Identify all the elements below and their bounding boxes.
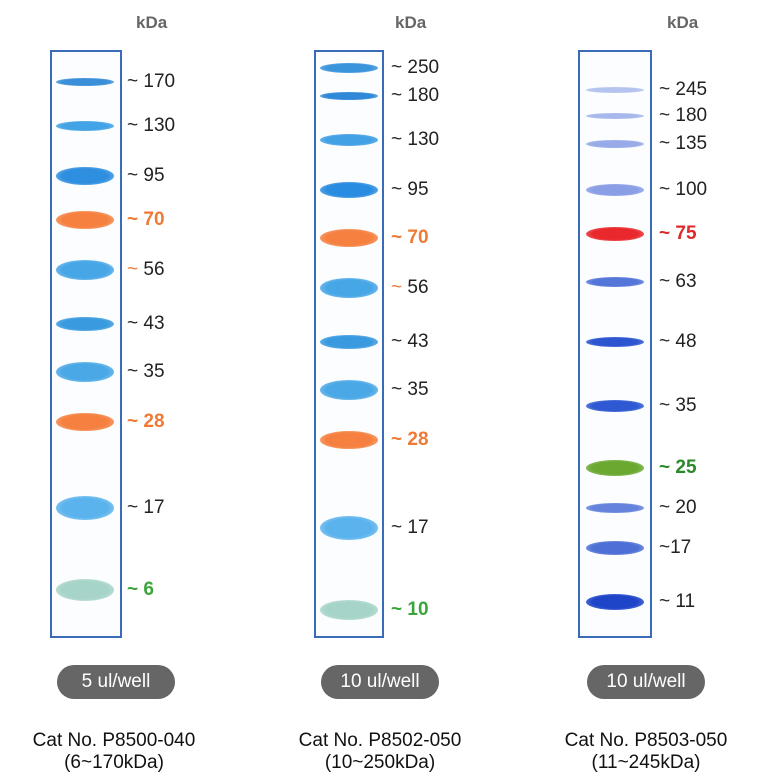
protein-band: [56, 579, 114, 601]
unit-label: kDa: [395, 13, 427, 32]
protein-band: [586, 541, 644, 555]
protein-band: [320, 278, 378, 298]
protein-band: [586, 277, 644, 287]
ladder-p8502: kDa 10 ul/well Cat No. P8502-050 (10~250…: [260, 13, 500, 774]
mw-label: ~ 135: [659, 133, 708, 154]
volume-badge: 10 ul/well: [321, 665, 439, 699]
mw-label: ~ 6: [127, 579, 154, 600]
protein-band: [56, 78, 114, 86]
protein-band: [586, 400, 644, 412]
protein-band: [56, 121, 114, 131]
mw-label: ~ 43: [391, 331, 429, 352]
protein-band: [56, 211, 114, 229]
mw-label: ~ 25: [659, 457, 697, 478]
mw-label: ~ 180: [659, 105, 708, 126]
mw-range: (10~250kDa): [324, 752, 436, 773]
mw-label: ~ 11: [659, 591, 696, 612]
protein-band: [320, 182, 378, 198]
protein-band: [320, 335, 378, 349]
catalog-number: Cat No. P8500-040 (6~170kDa): [0, 730, 234, 774]
mw-label: ~ 56: [391, 277, 429, 298]
protein-band: [586, 503, 644, 513]
protein-band: [56, 167, 114, 185]
protein-band: [320, 516, 378, 540]
protein-band: [320, 92, 378, 100]
ladder-p8500: kDa 5 ul/well Cat No. P8500-040 (6~170kD…: [0, 0, 250, 784]
mw-label: ~ 95: [127, 165, 165, 186]
protein-band: [586, 594, 644, 610]
mw-label: ~ 250: [391, 57, 440, 78]
protein-band: [320, 600, 378, 620]
protein-band: [586, 337, 644, 347]
mw-range: (6~170kDa): [64, 752, 164, 773]
mw-label: ~ 245: [659, 79, 708, 100]
mw-label: ~ 100: [659, 179, 708, 200]
protein-band: [56, 317, 114, 331]
mw-label: ~ 63: [659, 271, 697, 292]
mw-label: ~ 43: [127, 313, 165, 334]
protein-band: [320, 431, 378, 449]
protein-band: [56, 260, 114, 280]
mw-label: ~ 20: [659, 497, 697, 518]
unit-label: kDa: [667, 13, 699, 32]
mw-label: ~ 95: [391, 179, 429, 200]
catalog-id: Cat No. P8502-050: [298, 730, 462, 751]
catalog-id: Cat No. P8503-050: [564, 730, 728, 751]
protein-band: [586, 460, 644, 476]
mw-range: (11~245kDa): [591, 752, 701, 773]
mw-label: ~ 56: [127, 259, 165, 280]
catalog-number: Cat No. P8503-050 (11~245kDa): [526, 730, 760, 774]
mw-label: ~ 10: [391, 599, 429, 620]
mw-label: ~ 17: [127, 497, 165, 518]
protein-band: [56, 362, 114, 382]
catalog-number: Cat No. P8502-050 (10~250kDa): [260, 730, 500, 774]
volume-badge: 10 ul/well: [587, 665, 705, 699]
mw-label: ~ 35: [391, 379, 429, 400]
protein-band: [586, 227, 644, 241]
mw-label: ~ 17: [391, 517, 429, 538]
mw-label: ~ 70: [127, 209, 165, 230]
mw-label: ~ 70: [391, 227, 429, 248]
mw-label: ~ 35: [659, 395, 697, 416]
catalog-id: Cat No. P8500-040: [32, 730, 196, 751]
mw-label: ~ 35: [127, 361, 165, 382]
protein-band: [586, 113, 644, 119]
gel-lane: [50, 50, 122, 638]
mw-label: ~ 130: [391, 129, 440, 150]
protein-band: [586, 87, 644, 93]
protein-band: [320, 63, 378, 73]
mw-label: ~ 28: [127, 411, 165, 432]
mw-label: ~17: [659, 537, 692, 558]
protein-band: [586, 184, 644, 196]
protein-band: [56, 496, 114, 520]
mw-label: ~ 28: [391, 429, 429, 450]
mw-label: ~ 75: [659, 223, 697, 244]
protein-band: [586, 140, 644, 148]
protein-band: [320, 380, 378, 400]
mw-label: ~ 170: [127, 71, 176, 92]
protein-band: [320, 229, 378, 247]
mw-label: ~ 48: [659, 331, 697, 352]
mw-label: ~ 180: [391, 85, 440, 106]
protein-band: [56, 413, 114, 431]
protein-band: [320, 134, 378, 146]
mw-label: ~ 130: [127, 115, 176, 136]
volume-badge: 5 ul/well: [57, 665, 175, 699]
unit-label: kDa: [136, 13, 168, 32]
